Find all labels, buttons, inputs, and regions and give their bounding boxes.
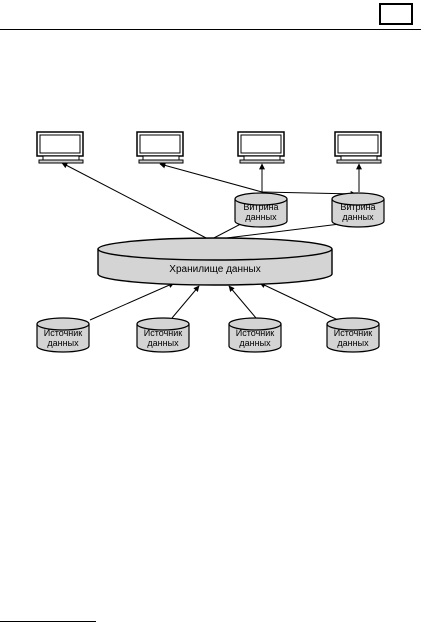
data-source-label: Источник (334, 328, 372, 338)
data-source-label: Источник (144, 328, 182, 338)
data-mart-cylinder: Витрина данных (234, 192, 288, 228)
terminal-icon (237, 131, 285, 164)
header-rule (0, 29, 421, 30)
data-source-cylinder: Источник данных (136, 317, 190, 353)
data-mart-label: Витрина (340, 202, 375, 212)
page-number-box (379, 3, 413, 25)
data-warehouse-cylinder: Хранилище данных (97, 237, 333, 286)
data-source-cylinder: Источник данных (326, 317, 380, 353)
data-source-label: данных (47, 338, 79, 348)
data-source-label: данных (147, 338, 179, 348)
data-warehouse-label: Хранилище данных (169, 264, 260, 275)
terminal-icon (136, 131, 184, 164)
data-source-label: данных (239, 338, 271, 348)
data-mart-cylinder: Витрина данных (331, 192, 385, 228)
data-source-label: Источник (44, 328, 82, 338)
data-source-label: данных (337, 338, 369, 348)
data-source-cylinder: Источник данных (36, 317, 90, 353)
data-mart-label: Витрина (243, 202, 278, 212)
footnote-rule (0, 621, 96, 622)
data-source-cylinder: Источник данных (228, 317, 282, 353)
terminal-icon (334, 131, 382, 164)
data-mart-label: данных (342, 212, 374, 222)
data-source-label: Источник (236, 328, 274, 338)
connector-arrows (61, 162, 362, 321)
data-mart-label: данных (245, 212, 277, 222)
terminal-icon (36, 131, 84, 164)
